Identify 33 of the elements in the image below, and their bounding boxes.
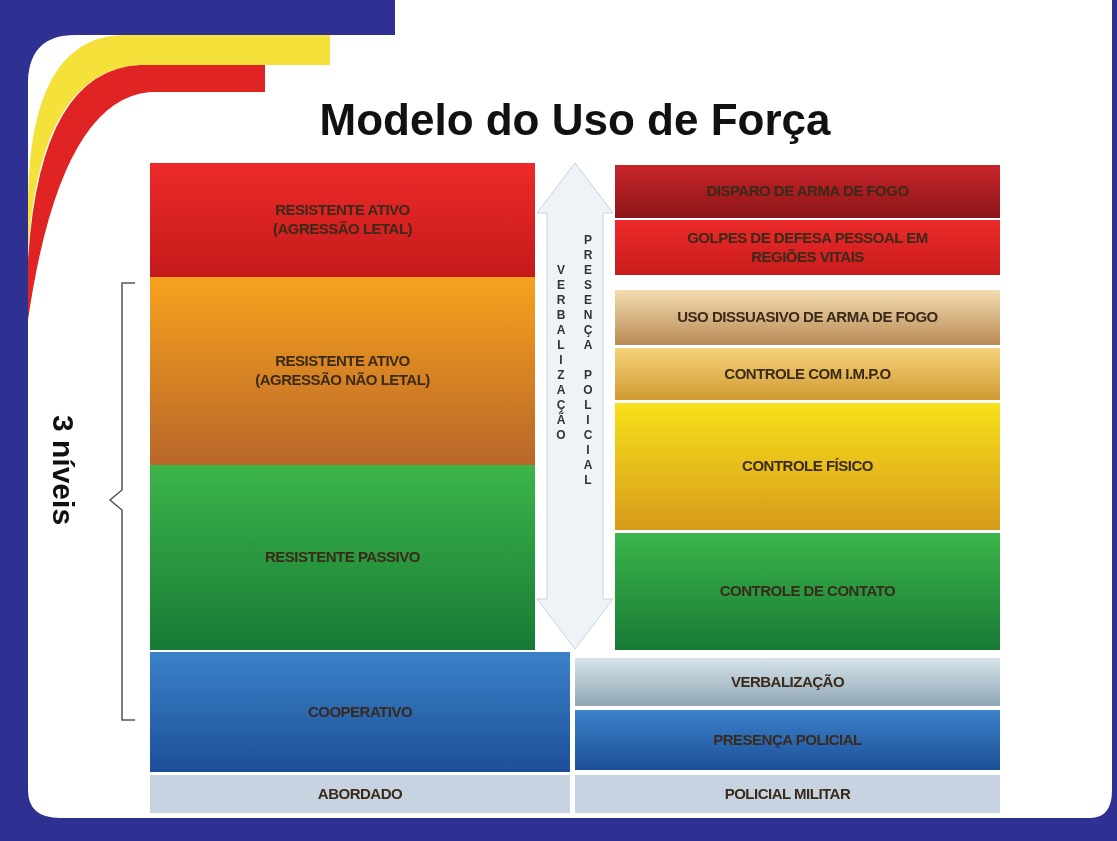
- band-label: RESISTENTE PASSIVO: [265, 548, 420, 567]
- band-label: POLICIAL MILITAR: [724, 784, 851, 804]
- vertical-label: VERBALIZAÇÃO: [554, 263, 568, 443]
- band-label: RESISTENTE ATIVO (AGRESSÃO NÃO LETAL): [254, 352, 431, 390]
- level-band: [575, 658, 1000, 706]
- band-label: USO DISSUASIVO DE ARMA DE FOGO: [677, 308, 938, 327]
- level-band: [615, 165, 1000, 218]
- level-band: [575, 775, 1000, 813]
- level-band: [615, 348, 1000, 400]
- level-band: [150, 277, 535, 465]
- band-label: RESISTENTE ATIVO (AGRESSÃO LETAL): [271, 201, 414, 239]
- level-band: [150, 465, 535, 650]
- level-band: [615, 290, 1000, 345]
- band-label: GOLPES DE DEFESA PESSOAL EM REGIÕES VITAIS: [686, 228, 929, 267]
- level-band: [150, 163, 535, 277]
- level-band: [575, 710, 1000, 770]
- band-label: PRESENÇA POLICIAL: [713, 730, 862, 750]
- level-band: [150, 775, 570, 813]
- band-label: CONTROLE DE CONTATO: [719, 582, 896, 601]
- title: Modelo do Uso de Força: [318, 95, 832, 145]
- band-label: DISPARO DE ARMA DE FOGO: [706, 182, 909, 201]
- band-label: CONTROLE COM I.M.P.O: [724, 364, 891, 384]
- band-label: COOPERATIVO: [307, 702, 413, 722]
- level-band: [615, 220, 1000, 275]
- band-label: ABORDADO: [317, 784, 403, 804]
- vertical-label: PRESENÇA POLICIAL: [581, 233, 595, 488]
- double-arrow: [537, 163, 613, 649]
- band-label: CONTROLE FÍSICO: [742, 457, 873, 476]
- level-band: [615, 403, 1000, 530]
- level-band: [150, 652, 570, 772]
- level-band: [615, 533, 1000, 650]
- side-note: 3 níveis: [46, 415, 80, 526]
- band-label: VERBALIZAÇÃO: [730, 672, 845, 692]
